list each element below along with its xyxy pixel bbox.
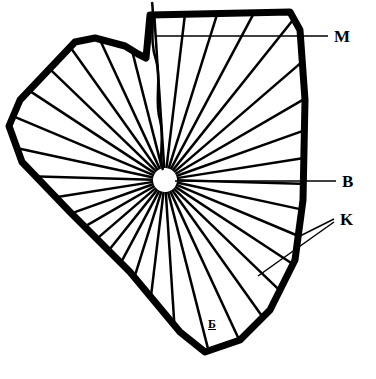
leader-line <box>175 180 336 182</box>
septum <box>175 187 290 263</box>
septum <box>174 64 300 173</box>
septum <box>177 183 299 209</box>
figure-letter: Б <box>208 318 216 330</box>
septum <box>135 191 161 274</box>
part-label: K <box>340 211 353 228</box>
septum <box>20 149 153 178</box>
leader-line <box>156 35 328 37</box>
septum <box>166 192 174 322</box>
part-label: B <box>342 173 353 190</box>
duct-line <box>152 2 163 170</box>
septum <box>72 49 158 170</box>
central-hub <box>154 169 176 191</box>
leader-line <box>258 222 334 276</box>
septum <box>39 177 153 180</box>
septum <box>172 190 261 315</box>
septum <box>171 15 253 169</box>
septum <box>172 21 291 170</box>
septum <box>32 92 155 173</box>
septum <box>101 42 160 169</box>
septum <box>177 158 301 178</box>
part-label: M <box>334 28 350 45</box>
septum <box>170 191 238 338</box>
septum <box>59 182 153 197</box>
